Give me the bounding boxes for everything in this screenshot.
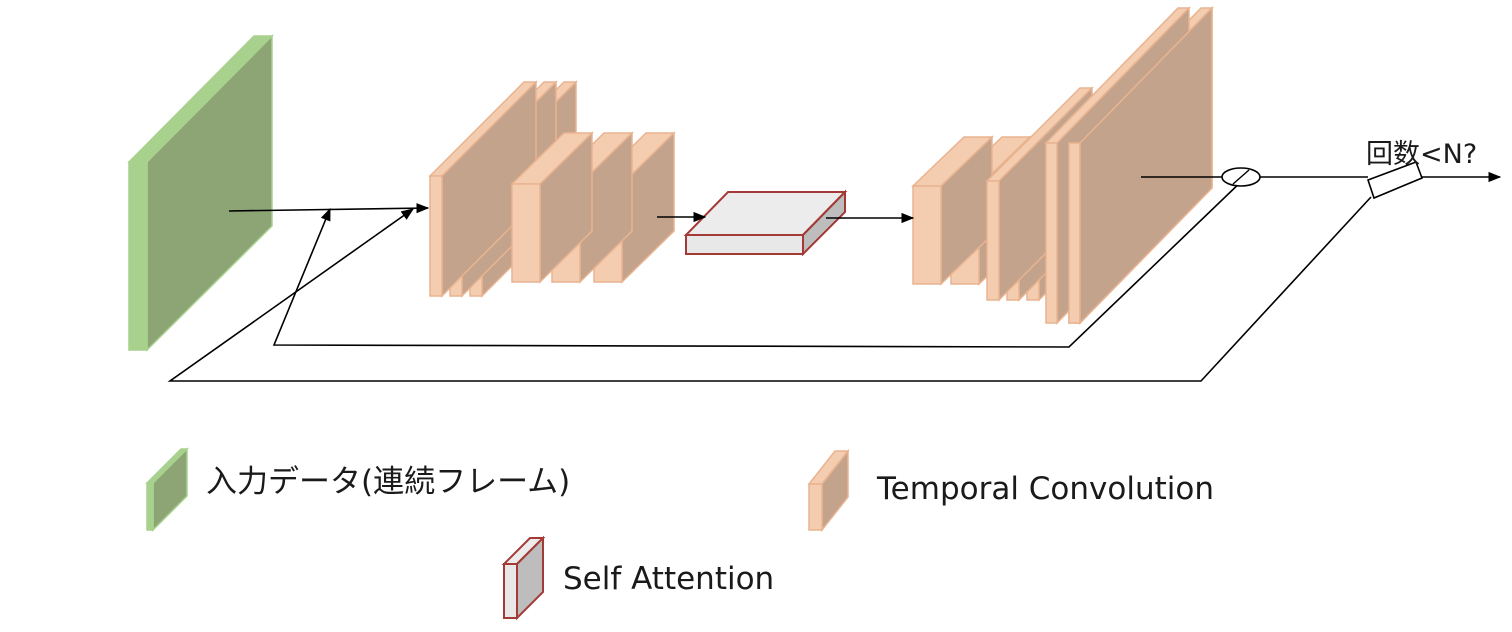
legend-conv-swatch [807, 448, 850, 533]
legend-attention-label: Self Attention [563, 561, 774, 597]
connections [167, 171, 1502, 382]
sum-node [1221, 167, 1261, 187]
legend-conv-label: Temporal Convolution [876, 471, 1214, 507]
decoder-output-layers [1044, 6, 1214, 325]
legend: 入力データ(連続フレーム) Temporal Convolution Self … [145, 447, 1214, 621]
input-data-block [127, 34, 274, 352]
encoder-conv-group-2 [510, 131, 676, 284]
decision-node [1366, 160, 1424, 200]
skip-loop-inner [272, 176, 1247, 348]
legend-input-label: 入力データ(連続フレーム) [206, 464, 570, 500]
self-attention-block [683, 189, 848, 257]
legend-attention-swatch [501, 535, 546, 621]
encoder-conv-group-1 [428, 80, 578, 298]
skip-loop-outer [167, 196, 1372, 382]
loop-condition-label: 回数<N? [1366, 139, 1477, 170]
legend-input-swatch [145, 447, 189, 532]
